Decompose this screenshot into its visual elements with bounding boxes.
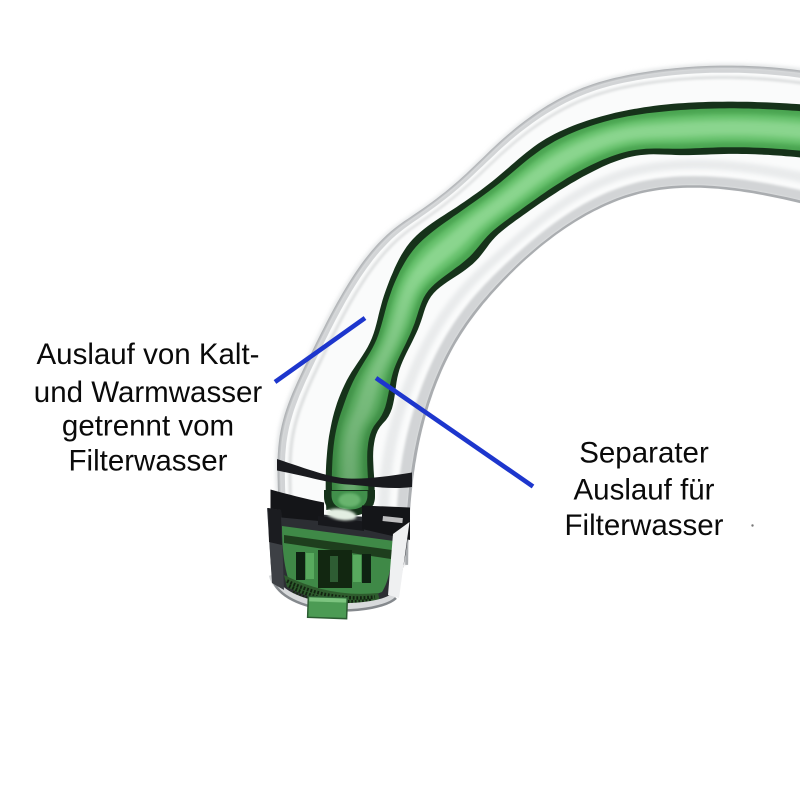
svg-text:Filterwasser: Filterwasser	[565, 509, 724, 542]
svg-text:getrennt vom: getrennt vom	[62, 410, 234, 443]
svg-text:Auslauf für: Auslauf für	[573, 474, 714, 507]
svg-text:und Warmwasser: und Warmwasser	[34, 376, 263, 409]
svg-text:Auslauf von Kalt-: Auslauf von Kalt-	[36, 338, 259, 371]
svg-text:Separater: Separater	[579, 437, 709, 470]
svg-text:Filterwasser: Filterwasser	[69, 445, 228, 478]
